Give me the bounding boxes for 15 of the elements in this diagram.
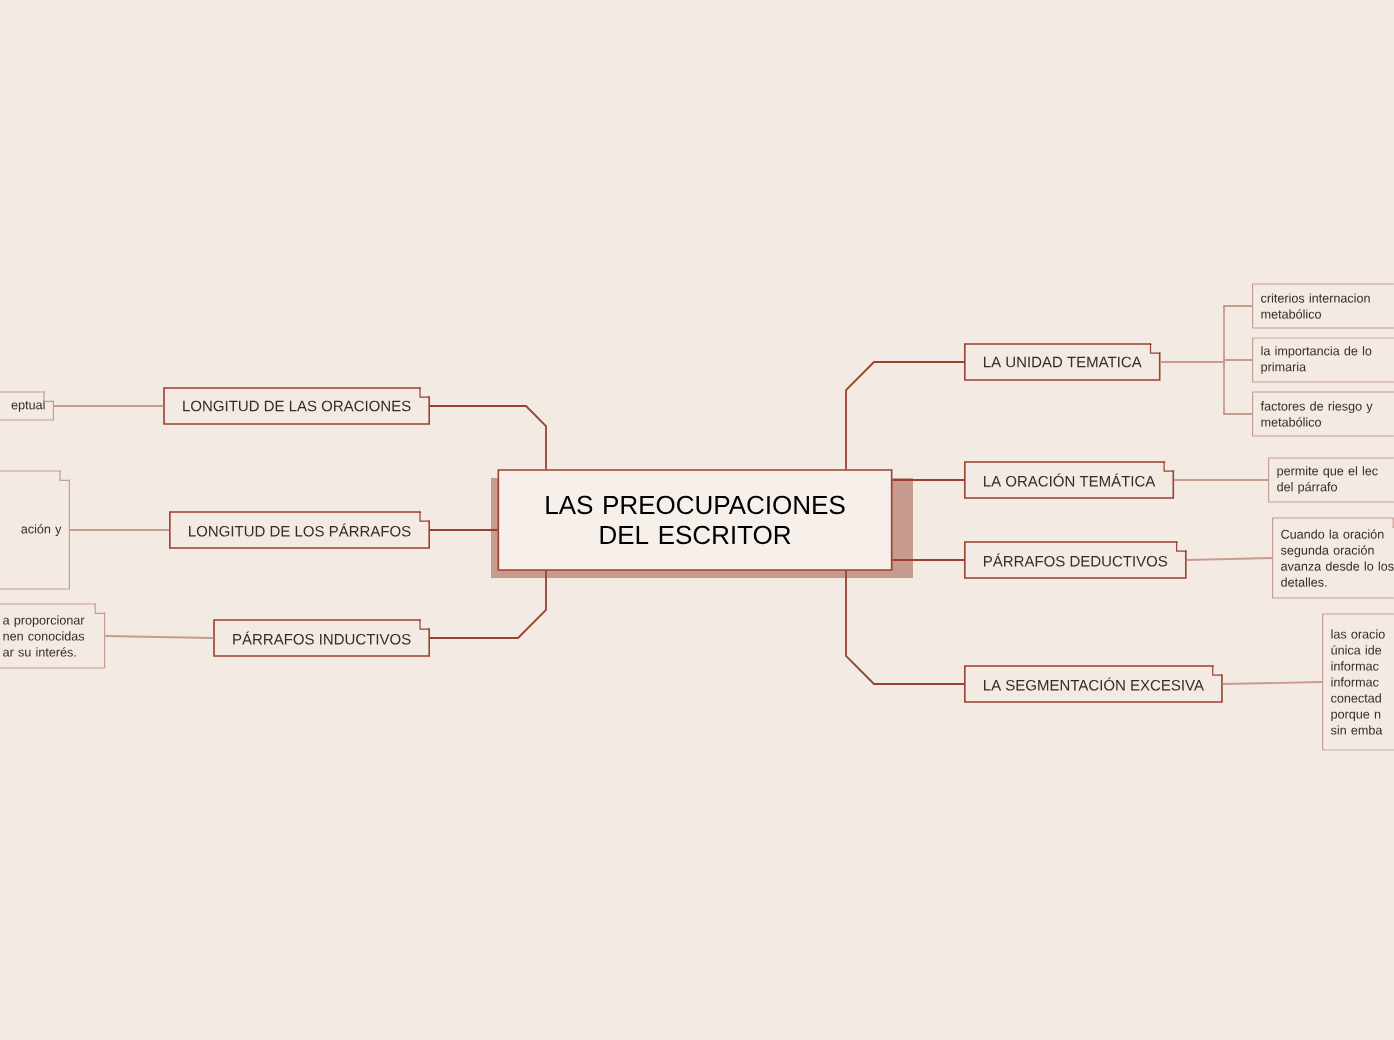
connector-line: [891, 559, 965, 561]
connector-line: [53, 405, 165, 407]
connector-line: [1221, 681, 1323, 685]
connector-line: [429, 569, 547, 639]
connector-line: [891, 479, 965, 481]
central-topic-box: LAS PREOCUPACIONES DEL ESCRITOR: [491, 469, 913, 578]
connector-line: [429, 529, 499, 531]
connector-line: [429, 405, 547, 471]
connector-line: [104, 635, 215, 639]
connector-line: [1185, 557, 1273, 561]
connector-line: [1159, 361, 1253, 415]
connector-line: [845, 361, 965, 471]
connector-line: [1173, 479, 1269, 481]
connector-line: [69, 529, 170, 531]
connector-line: [845, 569, 965, 685]
